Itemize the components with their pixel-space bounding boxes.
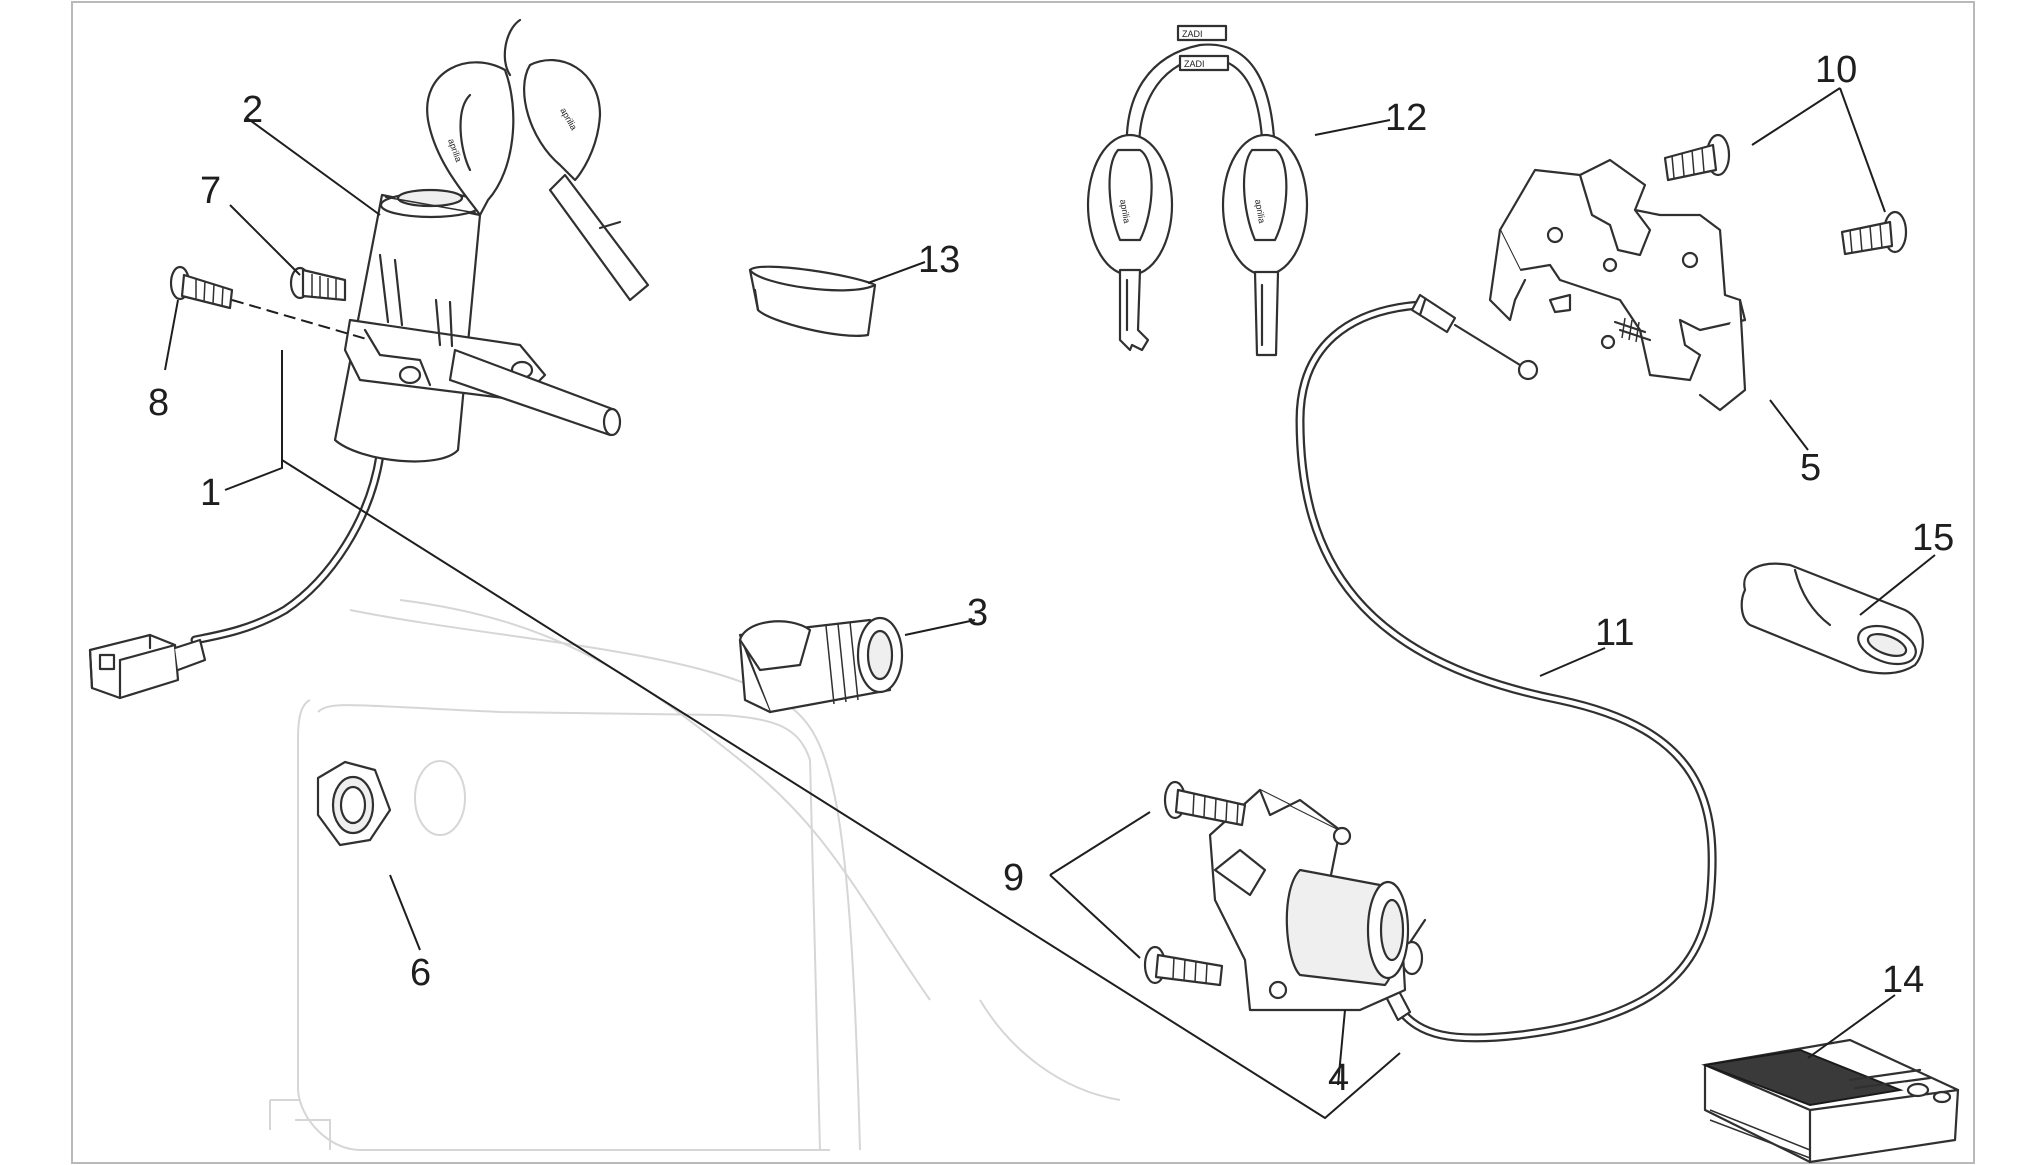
drawing-frame [71, 1, 1975, 1164]
ignition-switch-assembly: aprilia aprilia [88, 18, 650, 700]
leader-lines [164, 87, 1936, 1120]
screw-7 [289, 266, 347, 302]
key-set-12: ZADI ZADI aprilia aprilia [1086, 24, 1309, 357]
callout-5: 5 [1800, 447, 1821, 489]
screw-8 [169, 265, 234, 310]
callout-8: 8 [148, 382, 169, 424]
key-tag-text-2: ZADI [1184, 59, 1205, 69]
svg-text:aprilia: aprilia [1118, 199, 1132, 224]
callout-11: 11 [1595, 612, 1634, 654]
callout-9: 9 [1003, 857, 1024, 899]
callout-labels: 1 2 3 4 5 6 7 8 9 10 11 12 13 14 15 [148, 49, 1954, 1099]
callout-15: 15 [1912, 517, 1954, 559]
callout-14: 14 [1882, 959, 1924, 1001]
screws-10 [1663, 133, 1908, 256]
ignition-keys: aprilia aprilia [426, 18, 650, 302]
lock-cylinder-3 [738, 616, 904, 714]
callout-2: 2 [242, 89, 263, 131]
bushing-13 [748, 265, 877, 337]
callout-1: 1 [200, 472, 221, 514]
rubber-sleeve-15 [1740, 562, 1924, 675]
manual-booklet-14 [1701, 1038, 1960, 1164]
key-tag-text-1: ZADI [1182, 29, 1203, 39]
assembly-axis-8 [231, 299, 371, 341]
callout-13: 13 [918, 239, 960, 281]
ghost-body-outline [269, 599, 1121, 1151]
seat-lock-4 [1208, 788, 1410, 1012]
callout-3: 3 [967, 592, 988, 634]
screws-9 [1143, 780, 1247, 987]
callout-7: 7 [200, 170, 221, 212]
callout-10: 10 [1815, 49, 1857, 91]
callout-6: 6 [410, 952, 431, 994]
wire-connector [88, 633, 207, 700]
svg-text:aprilia: aprilia [1253, 199, 1267, 224]
callout-12: 12 [1385, 97, 1427, 139]
hex-nut-6 [316, 760, 392, 847]
seat-latch-5 [1488, 158, 1747, 412]
callout-4: 4 [1328, 1057, 1349, 1099]
